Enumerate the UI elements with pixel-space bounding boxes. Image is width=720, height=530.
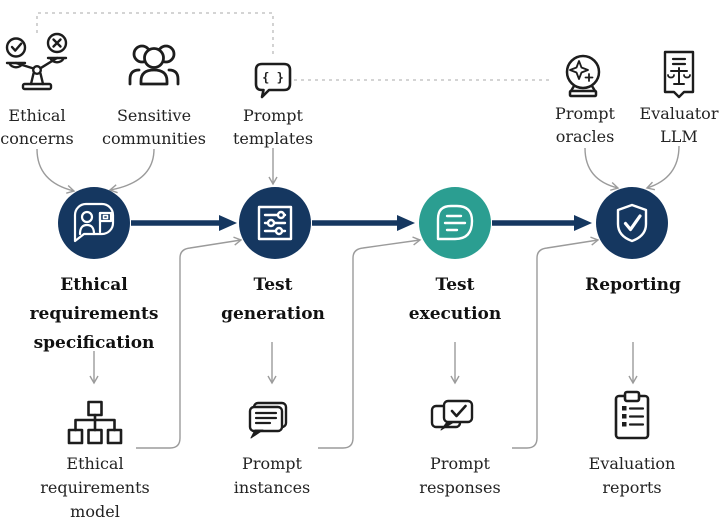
input-label-evaluator-llm: Evaluator LLM xyxy=(639,104,719,146)
stage-label-test-generation: Test generation xyxy=(221,275,325,324)
input-label-ethical-concerns: Ethical concerns xyxy=(0,106,74,148)
hierarchy-icon xyxy=(67,400,123,445)
input-label-prompt-oracles: Prompt oracles xyxy=(555,104,615,146)
shield-check-icon xyxy=(616,203,648,243)
code-bubble-icon: { } xyxy=(254,62,292,99)
stage4-circle xyxy=(596,187,668,259)
arrow-evaluator-to-stage4 xyxy=(645,145,680,191)
stage1-circle xyxy=(58,187,130,259)
output-arrows xyxy=(89,342,638,385)
output-label-ethical-requirements-model: Ethical requirements model xyxy=(40,454,150,521)
arrow-ethical-concerns-to-stage1 xyxy=(36,148,76,194)
input-arrows xyxy=(36,145,680,194)
output-label-evaluation-reports: Evaluation reports xyxy=(588,454,676,497)
dashed-top-connector xyxy=(36,12,274,56)
arrow-oracles-to-stage4 xyxy=(584,147,620,191)
output-label-prompt-instances: Prompt instances xyxy=(233,454,311,497)
stage-label-test-execution: Test execution xyxy=(408,275,502,324)
chat-lines-icon xyxy=(436,204,474,241)
feed-forward-connectors xyxy=(136,236,600,449)
people-group-icon xyxy=(128,44,180,86)
connector-responses-to-stage4 xyxy=(512,236,600,449)
dashed-connectors xyxy=(36,12,552,81)
scale-document-icon xyxy=(663,50,695,99)
sliders-icon xyxy=(257,205,293,241)
output-label-prompt-responses: Prompt responses xyxy=(419,454,501,497)
code-bubble-glyph: { } xyxy=(262,71,284,85)
input-label-sensitive-communities: Sensitive communities xyxy=(102,106,206,148)
chat-text-icon xyxy=(248,401,288,439)
clipboard-list-icon xyxy=(614,390,650,440)
connector-model-to-stage2 xyxy=(136,236,243,449)
person-flag-icon xyxy=(73,202,115,243)
connector-instances-to-stage3 xyxy=(318,236,422,449)
balance-check-x-icon xyxy=(5,32,68,91)
crystal-ball-icon xyxy=(565,54,601,98)
input-label-prompt-templates: Prompt templates xyxy=(232,106,314,148)
stage-label-ethical-requirements-specification: Ethical requirements specification xyxy=(29,275,159,353)
stage-label-reporting: Reporting xyxy=(585,275,681,295)
chat-check-icon xyxy=(430,399,474,431)
arrow-communities-to-stage1 xyxy=(108,148,155,194)
